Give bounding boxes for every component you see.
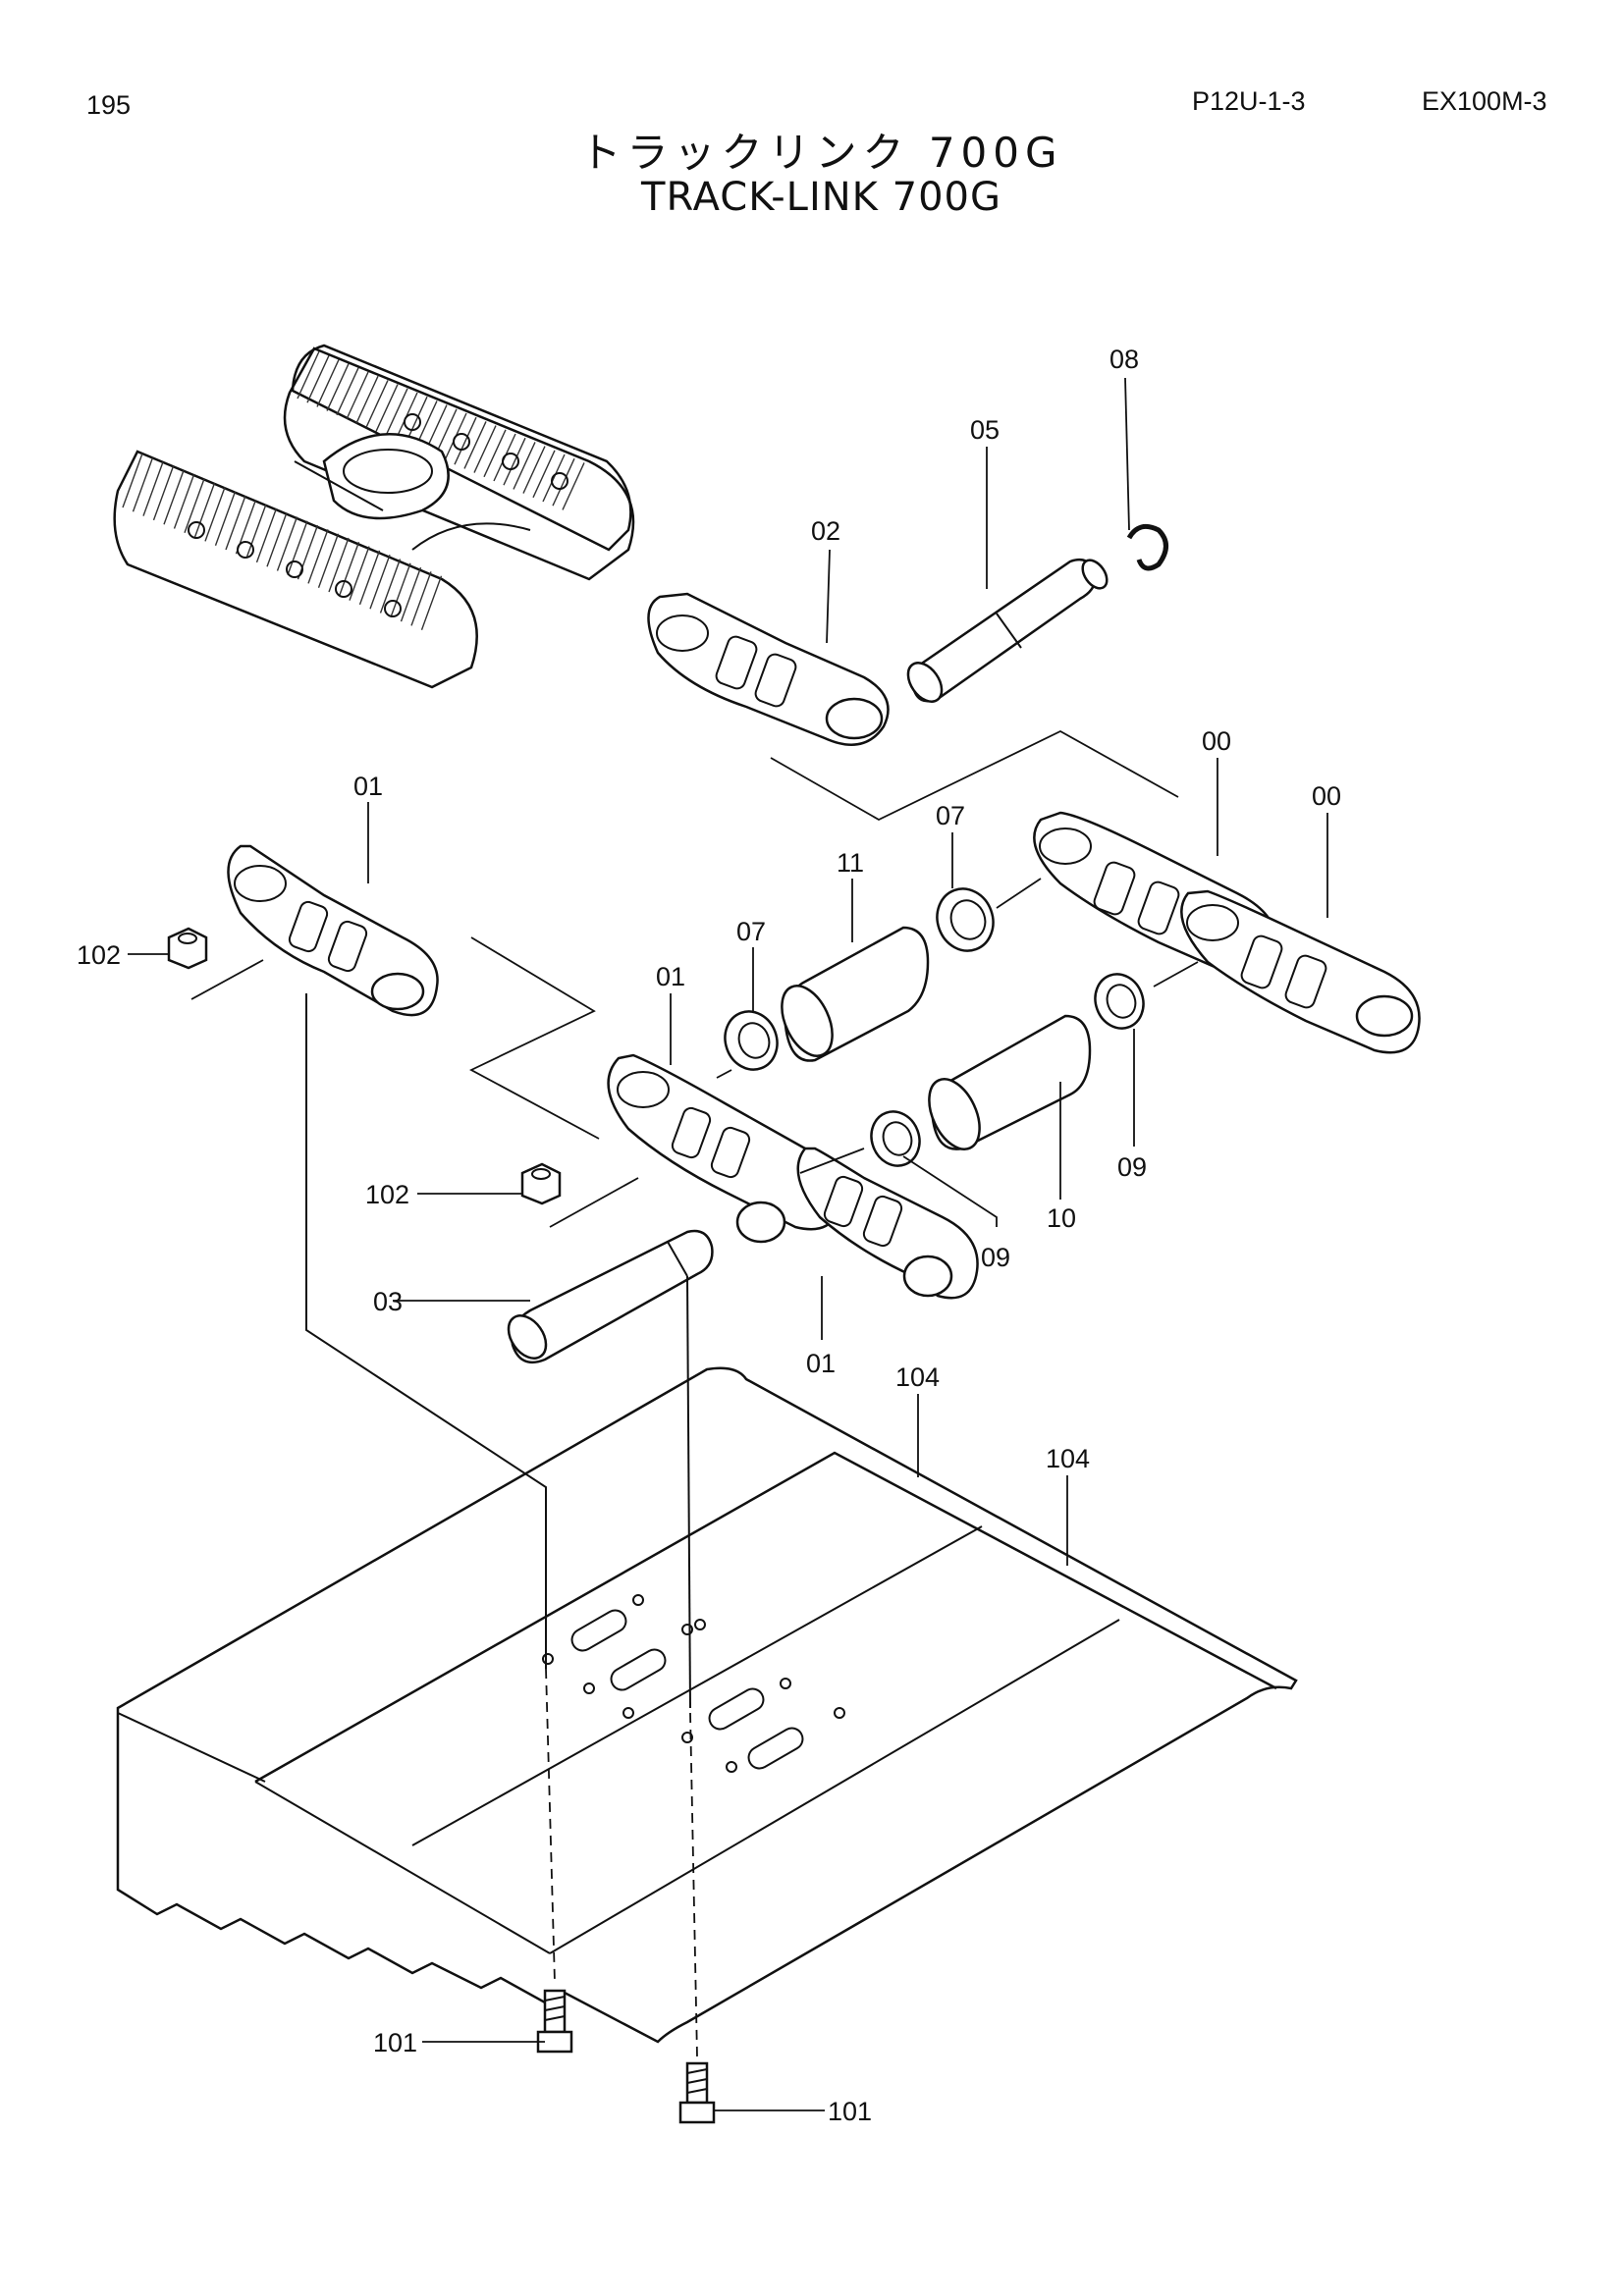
link-01-a — [227, 844, 439, 1017]
label-104-a: 104 — [895, 1362, 940, 1392]
title-english: TRACK-LINK 700G — [641, 175, 1001, 220]
label-07-b: 07 — [936, 801, 965, 830]
bolt-101-b — [678, 2061, 716, 2124]
seal-09-b — [1094, 973, 1145, 1030]
label-05: 05 — [970, 415, 1000, 445]
label-01-b: 01 — [656, 962, 685, 991]
link-01-b — [607, 1053, 841, 1244]
label-102-a: 102 — [77, 940, 121, 970]
label-102-b: 102 — [365, 1180, 409, 1209]
link-02 — [647, 592, 890, 746]
label-10: 10 — [1047, 1203, 1076, 1233]
label-11: 11 — [837, 848, 864, 878]
pin-05 — [906, 558, 1109, 703]
label-00-b: 00 — [1312, 781, 1341, 811]
track-shoes — [116, 1366, 1298, 2044]
bushing-10 — [928, 1014, 1092, 1150]
model-code: EX100M-3 — [1422, 86, 1547, 116]
label-01-c: 01 — [806, 1349, 836, 1378]
label-08: 08 — [1109, 345, 1139, 374]
label-01-a: 01 — [353, 772, 383, 801]
callout-labels: 08 05 02 00 00 01 07 11 07 102 01 102 09… — [77, 345, 1341, 2126]
nut-102-b — [520, 1162, 562, 1205]
label-07-a: 07 — [736, 917, 766, 946]
label-101-a: 101 — [373, 2028, 417, 2057]
assembly-guide-lines — [190, 729, 1199, 1228]
link-01-c — [796, 1147, 979, 1300]
reference-code: P12U-1-3 — [1192, 86, 1306, 116]
label-09-a: 09 — [981, 1243, 1010, 1272]
seal-07-b — [936, 887, 995, 952]
pin-03 — [507, 1229, 714, 1364]
link-00-pair — [1033, 811, 1421, 1054]
bolt-101-a — [536, 1989, 573, 2054]
nut-102-a — [167, 927, 208, 970]
title-japanese: トラックリンク 700G — [579, 129, 1063, 177]
label-104-b: 104 — [1046, 1444, 1090, 1473]
label-03: 03 — [373, 1287, 403, 1316]
bolt-alignment-dashes — [305, 993, 698, 2057]
label-02: 02 — [811, 516, 840, 546]
bushing-11 — [781, 926, 930, 1062]
undercarriage-overview — [113, 344, 635, 689]
seal-09-a — [870, 1110, 921, 1167]
page-number: 195 — [86, 90, 132, 120]
label-101-b: 101 — [828, 2097, 872, 2126]
label-09-b: 09 — [1117, 1152, 1147, 1182]
label-00-a: 00 — [1202, 726, 1231, 756]
snap-ring-08 — [1126, 523, 1168, 571]
seal-07-a — [724, 1010, 779, 1071]
